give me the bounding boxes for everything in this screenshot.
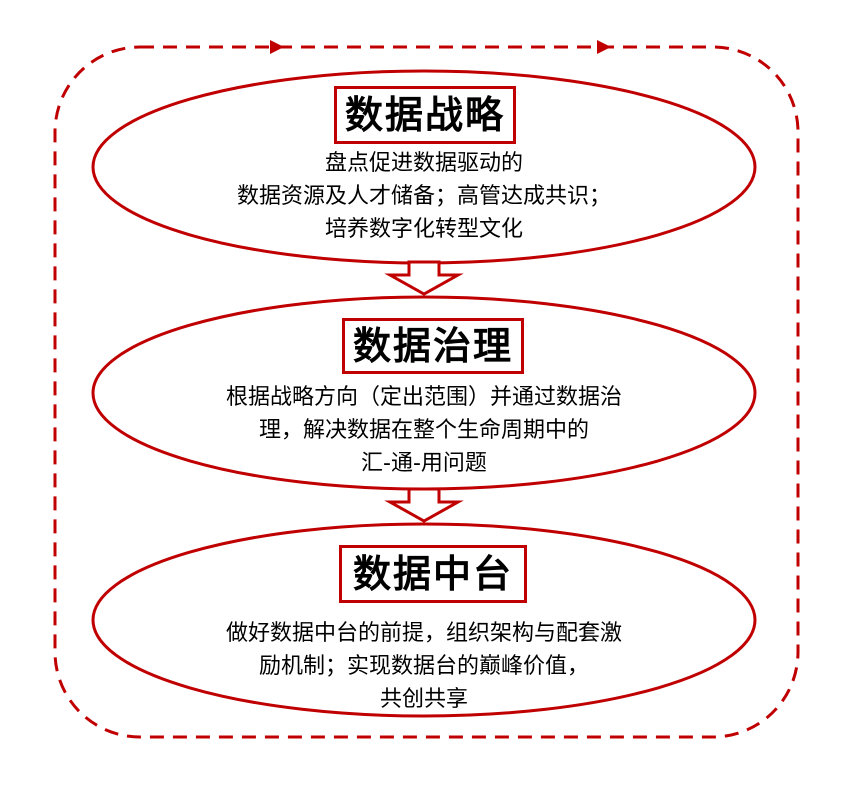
stage-title-governance: 数据治理 <box>342 318 524 374</box>
stage-description-strategy: 盘点促进数据驱动的 数据资源及人才储备；高管达成共识； 培养数字化转型文化 <box>174 147 674 246</box>
hollow-down-arrow-icon <box>384 260 464 296</box>
stage-description-platform: 做好数据中台的前提，组织架构与配套激 励机制；实现数据台的巅峰价值， 共创共享 <box>174 617 674 716</box>
loop-arrowhead-icon <box>597 40 611 54</box>
description-line: 根据战略方向（定出范围）并通过数据治 <box>225 385 622 410</box>
stage-title-platform: 数据中台 <box>339 545 527 603</box>
hollow-down-arrow-icon <box>384 487 464 523</box>
stage-title-strategy: 数据战略 <box>334 86 516 144</box>
dashed-loop-border <box>53 45 800 739</box>
description-line: 汇-通-用问题 <box>361 451 487 476</box>
stage-description-governance: 根据战略方向（定出范围）并通过数据治 理，解决数据在整个生命周期中的 汇-通-用… <box>174 381 674 480</box>
description-line: 理，解决数据在整个生命周期中的 <box>258 418 589 443</box>
description-line: 做好数据中台的前提，组织架构与配套激 <box>225 621 622 646</box>
description-line: 数据资源及人才储备；高管达成共识； <box>236 184 611 209</box>
stage-ellipse-platform <box>91 522 757 718</box>
description-line: 培养数字化转型文化 <box>324 217 523 242</box>
description-line: 盘点促进数据驱动的 <box>324 151 523 176</box>
description-line: 励机制；实现数据台的巅峰价值， <box>258 654 589 679</box>
loop-arrowhead-icon <box>270 40 284 54</box>
description-line: 共创共享 <box>379 687 468 712</box>
